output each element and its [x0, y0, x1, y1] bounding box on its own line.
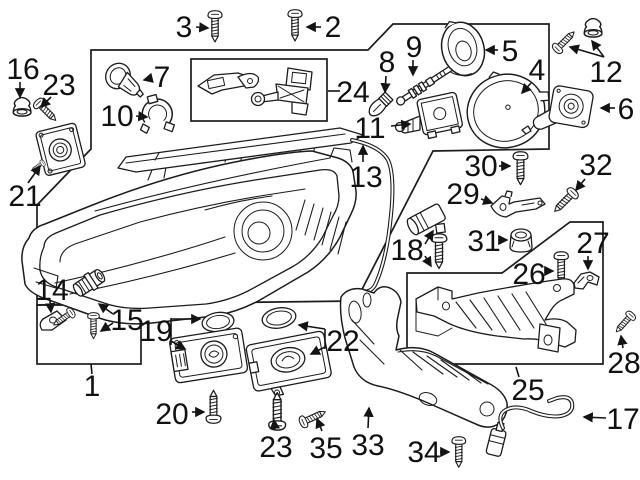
grommet-16	[12, 96, 32, 117]
callout-leader-25	[515, 366, 520, 378]
headlamp-assembly-drawing	[21, 142, 357, 325]
callout-label-14: 14	[35, 274, 68, 307]
callout-arrow-8	[380, 75, 391, 94]
callout-label-20: 20	[155, 398, 188, 431]
vent-valve-18	[406, 203, 448, 270]
callout-label-8: 8	[379, 46, 396, 79]
support-bracket-33	[339, 286, 508, 428]
callout-label-31: 31	[467, 225, 500, 258]
bulb-7	[105, 62, 144, 98]
callout-label-33: 33	[351, 429, 384, 462]
callout-arrow-10	[135, 111, 149, 122]
callout-leader-1	[90, 363, 93, 375]
callout-arrow-14	[45, 300, 56, 314]
callout-label-13: 13	[349, 161, 382, 194]
callout-label-32: 32	[579, 149, 612, 182]
screw-34	[451, 436, 467, 468]
callout-arrow-11	[390, 119, 412, 131]
bulb-socket-6	[521, 85, 594, 135]
frame-part-24	[190, 58, 328, 122]
callout-arrow-18	[423, 229, 434, 245]
callout-label-18: 18	[390, 234, 423, 267]
bracket-and-actuator-24	[197, 67, 313, 116]
callout-label-17: 17	[606, 403, 639, 436]
callout-label-30: 30	[464, 150, 497, 183]
screw-3	[207, 10, 223, 43]
callout-label-26: 26	[512, 258, 545, 291]
callout-arrow-29	[480, 195, 494, 205]
clip-27	[573, 271, 600, 290]
callout-arrow-35	[315, 417, 326, 432]
callout-arrow-32	[575, 178, 586, 192]
callout-label-11: 11	[354, 112, 385, 145]
callout-arrow-7	[142, 72, 154, 83]
callout-arrow-12	[591, 39, 605, 58]
callout-arrow-15	[99, 321, 114, 332]
sleeve-and-rivet-15	[72, 269, 106, 340]
callout-label-24: 24	[336, 76, 369, 109]
callout-arrow-12	[568, 44, 605, 58]
callout-label-3: 3	[176, 11, 193, 44]
callout-label-35: 35	[309, 432, 342, 465]
callout-label-19: 19	[139, 315, 172, 348]
mounting-bracket-25	[415, 278, 577, 353]
callout-arrow-22	[297, 321, 326, 332]
screw-28	[611, 309, 638, 337]
bracket-29	[490, 190, 546, 218]
electrode-pin-9	[396, 63, 459, 106]
callout-label-12: 12	[589, 56, 622, 89]
callout-arrow-18	[421, 255, 432, 268]
callout-label-15: 15	[110, 304, 143, 337]
trim-strip-13	[117, 127, 395, 296]
callout-arrow-28	[617, 334, 628, 349]
screw-23-lower	[268, 391, 287, 431]
callout-label-25: 25	[511, 374, 544, 407]
callout-arrow-3	[195, 22, 210, 33]
screw-32	[549, 185, 581, 217]
bulb-8	[368, 91, 394, 117]
screw-30	[512, 151, 529, 186]
screw-and-grommet-12	[550, 17, 603, 56]
callout-arrow-23	[39, 96, 52, 109]
callout-label-22: 22	[326, 325, 359, 358]
callout-label-16: 16	[6, 53, 39, 86]
screw-20	[205, 389, 222, 424]
callout-label-6: 6	[618, 93, 635, 126]
screw-35	[297, 405, 329, 430]
callout-arrow-33	[363, 406, 374, 429]
callout-label-23: 23	[42, 69, 75, 102]
callout-arrow-21	[27, 164, 41, 184]
callout-label-2: 2	[325, 11, 342, 44]
callout-arrow-15	[97, 303, 114, 315]
ballast-19	[169, 311, 249, 384]
screw-2	[287, 9, 303, 42]
callout-arrow-17	[582, 412, 607, 423]
callout-label-10: 10	[100, 100, 133, 133]
callout-arrow-22	[309, 345, 326, 355]
callout-arrow-4	[520, 82, 532, 95]
ballast-22	[245, 307, 332, 397]
callout-arrow-23	[269, 418, 281, 431]
callout-label-23: 23	[259, 431, 292, 464]
control-module-21	[29, 122, 86, 176]
callout-label-9: 9	[406, 31, 423, 64]
callout-label-5: 5	[502, 35, 519, 68]
callout-label-28: 28	[607, 347, 640, 380]
callout-label-21: 21	[8, 180, 41, 213]
callout-label-34: 34	[407, 436, 440, 469]
hose-17	[485, 395, 575, 457]
callout-label-4: 4	[529, 54, 546, 87]
callout-label-27: 27	[576, 227, 609, 260]
bracket-14	[39, 306, 78, 331]
callout-label-29: 29	[446, 178, 479, 211]
nut-31	[509, 228, 533, 253]
callout-label-7: 7	[154, 61, 171, 94]
callout-label-1: 1	[84, 370, 101, 403]
callout-arrow-19	[170, 340, 187, 350]
bulb-cap-5	[440, 20, 486, 77]
